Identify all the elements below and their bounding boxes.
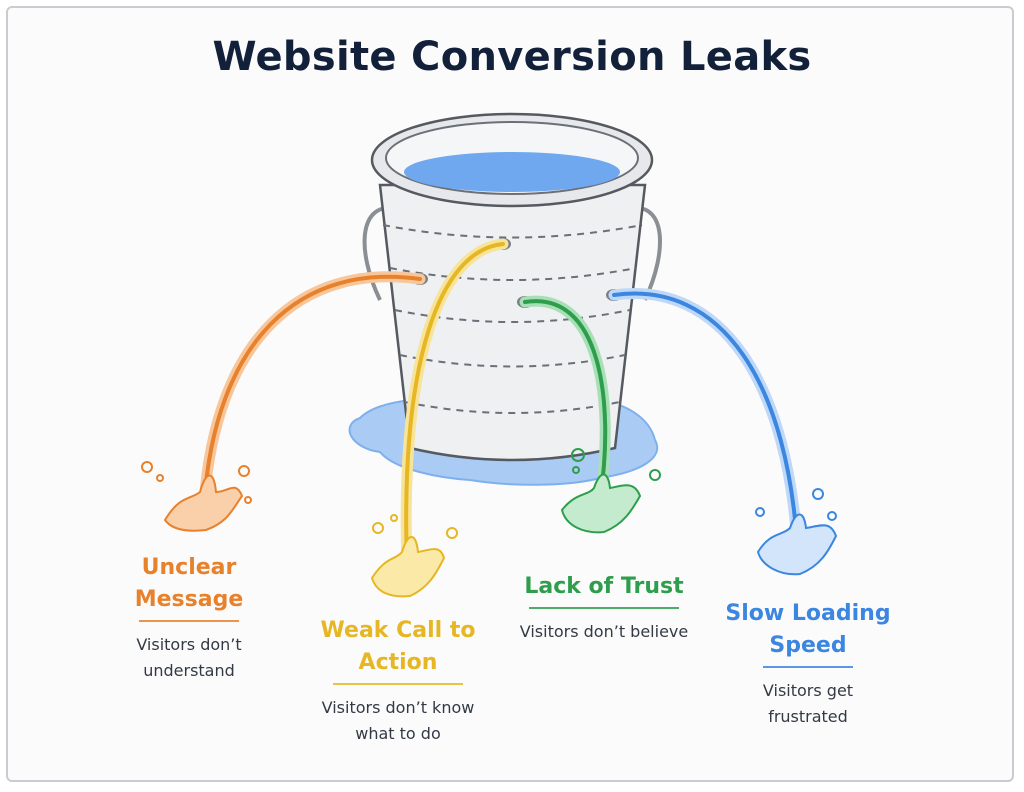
bucket-band [394,309,631,323]
leak-title: Slow Loading Speed [725,601,891,658]
splash-yellow [370,514,458,598]
splash-green [560,448,661,534]
leak-description: Visitors don’t believe [519,622,689,641]
bucket-band [404,401,621,414]
bucket-water [404,152,620,192]
bucket-band [382,224,643,239]
leak-title: Weak Call to Action [320,618,476,675]
leak-weak-call-to-action: Weak Call to Action Visitors don’t know … [298,615,498,747]
leak-lack-of-trust: Lack of Trust Visitors don’t believe [504,571,704,645]
splash-blue [755,488,838,576]
leak-underline [529,607,679,609]
leak-description: Visitors get frustrated [762,681,854,726]
leak-slow-loading-speed: Slow Loading Speed Visitors get frustrat… [718,598,898,730]
leak-description: Visitors don’t understand [136,635,242,680]
leak-underline [333,683,463,685]
leak-underline [763,666,853,668]
leak-title: Unclear Message [134,555,244,612]
leak-underline [139,620,239,622]
diagram-title: Website Conversion Leaks [212,34,812,80]
leak-stream-green-core [523,299,608,502]
leak-stream-orange [198,271,426,511]
leak-description: Visitors don’t know what to do [321,698,475,743]
leak-stream-blue-core [612,291,800,562]
splash-orange [141,461,252,532]
leak-stream-yellow-core [404,242,505,567]
leak-stream-orange-core [202,274,422,507]
leak-title: Lack of Trust [524,574,684,599]
leak-unclear-message: Unclear Message Visitors don’t understan… [104,552,274,684]
